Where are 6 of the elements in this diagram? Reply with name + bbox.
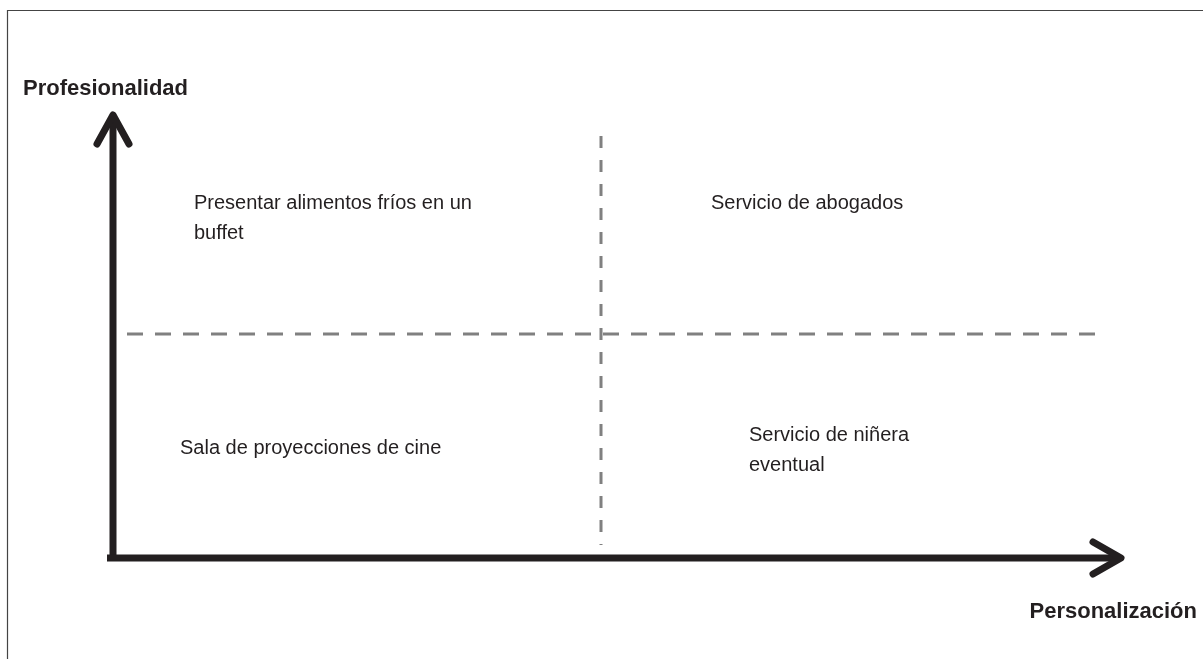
x-axis-title: Personalización bbox=[1029, 598, 1197, 624]
quadrant-label: Sala de proyecciones de cine bbox=[180, 435, 443, 460]
quadrant-label: Servicio de niñera eventual bbox=[749, 422, 911, 477]
y-axis-title: Profesionalidad bbox=[23, 75, 189, 101]
quadrant-label: Presentar alimentos fríos en un buffet bbox=[194, 190, 473, 245]
quadrant-label: Servicio de abogados bbox=[711, 190, 905, 215]
